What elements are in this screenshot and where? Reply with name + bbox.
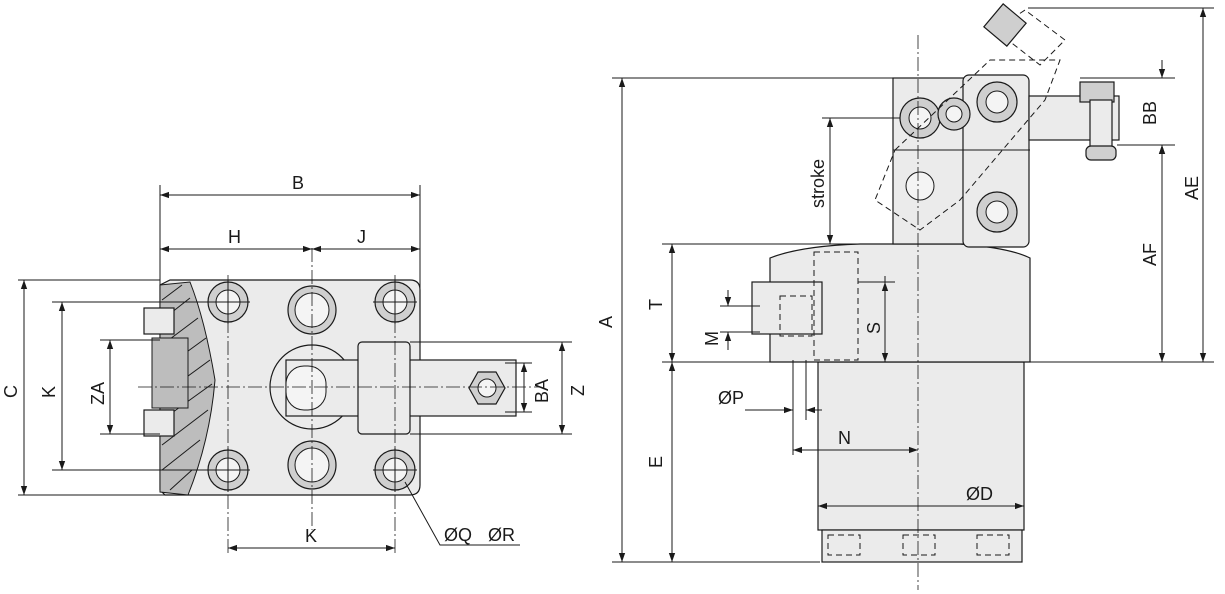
- label-T: T: [646, 299, 666, 310]
- arm-end: [285, 365, 327, 411]
- left-step-lower: [143, 409, 175, 437]
- label-BB: BB: [1140, 101, 1160, 125]
- arm-hub: [357, 341, 411, 435]
- dimension-labels: B H J C K ZA BA Z K ØQ ØR A T M S stroke…: [1, 101, 1202, 546]
- label-B: B: [292, 173, 304, 193]
- side-port: [751, 281, 823, 335]
- label-OD: ØD: [966, 484, 993, 504]
- left-center-block: [151, 337, 189, 409]
- q-r-leader: [404, 481, 520, 546]
- left-step-upper: [143, 307, 175, 335]
- top-view-dimensions: [18, 185, 572, 552]
- label-stroke: stroke: [808, 159, 828, 208]
- label-E: E: [646, 456, 666, 468]
- label-H: H: [228, 227, 241, 247]
- label-AE: AE: [1182, 176, 1202, 200]
- label-BA: BA: [532, 379, 552, 403]
- side-view-dimensions: [612, 7, 1214, 563]
- label-AF: AF: [1140, 243, 1160, 266]
- top-view: [138, 248, 540, 555]
- label-J: J: [357, 227, 366, 247]
- cylinder: [817, 361, 1025, 531]
- label-A: A: [596, 316, 616, 328]
- label-OR: ØR: [488, 525, 515, 545]
- label-S: S: [864, 322, 884, 334]
- label-K-left: K: [39, 386, 59, 398]
- label-ZA: ZA: [88, 382, 108, 405]
- side-view: [751, 3, 1120, 590]
- label-C: C: [1, 385, 21, 398]
- label-M: M: [702, 331, 722, 346]
- arm-screw-head: [1079, 81, 1115, 103]
- label-Z: Z: [568, 385, 588, 396]
- label-OP: ØP: [718, 388, 744, 408]
- label-N: N: [838, 428, 851, 448]
- label-OQ: ØQ: [444, 525, 472, 545]
- swung-position-dashed: [874, 3, 1066, 231]
- label-K-bottom: K: [305, 526, 317, 546]
